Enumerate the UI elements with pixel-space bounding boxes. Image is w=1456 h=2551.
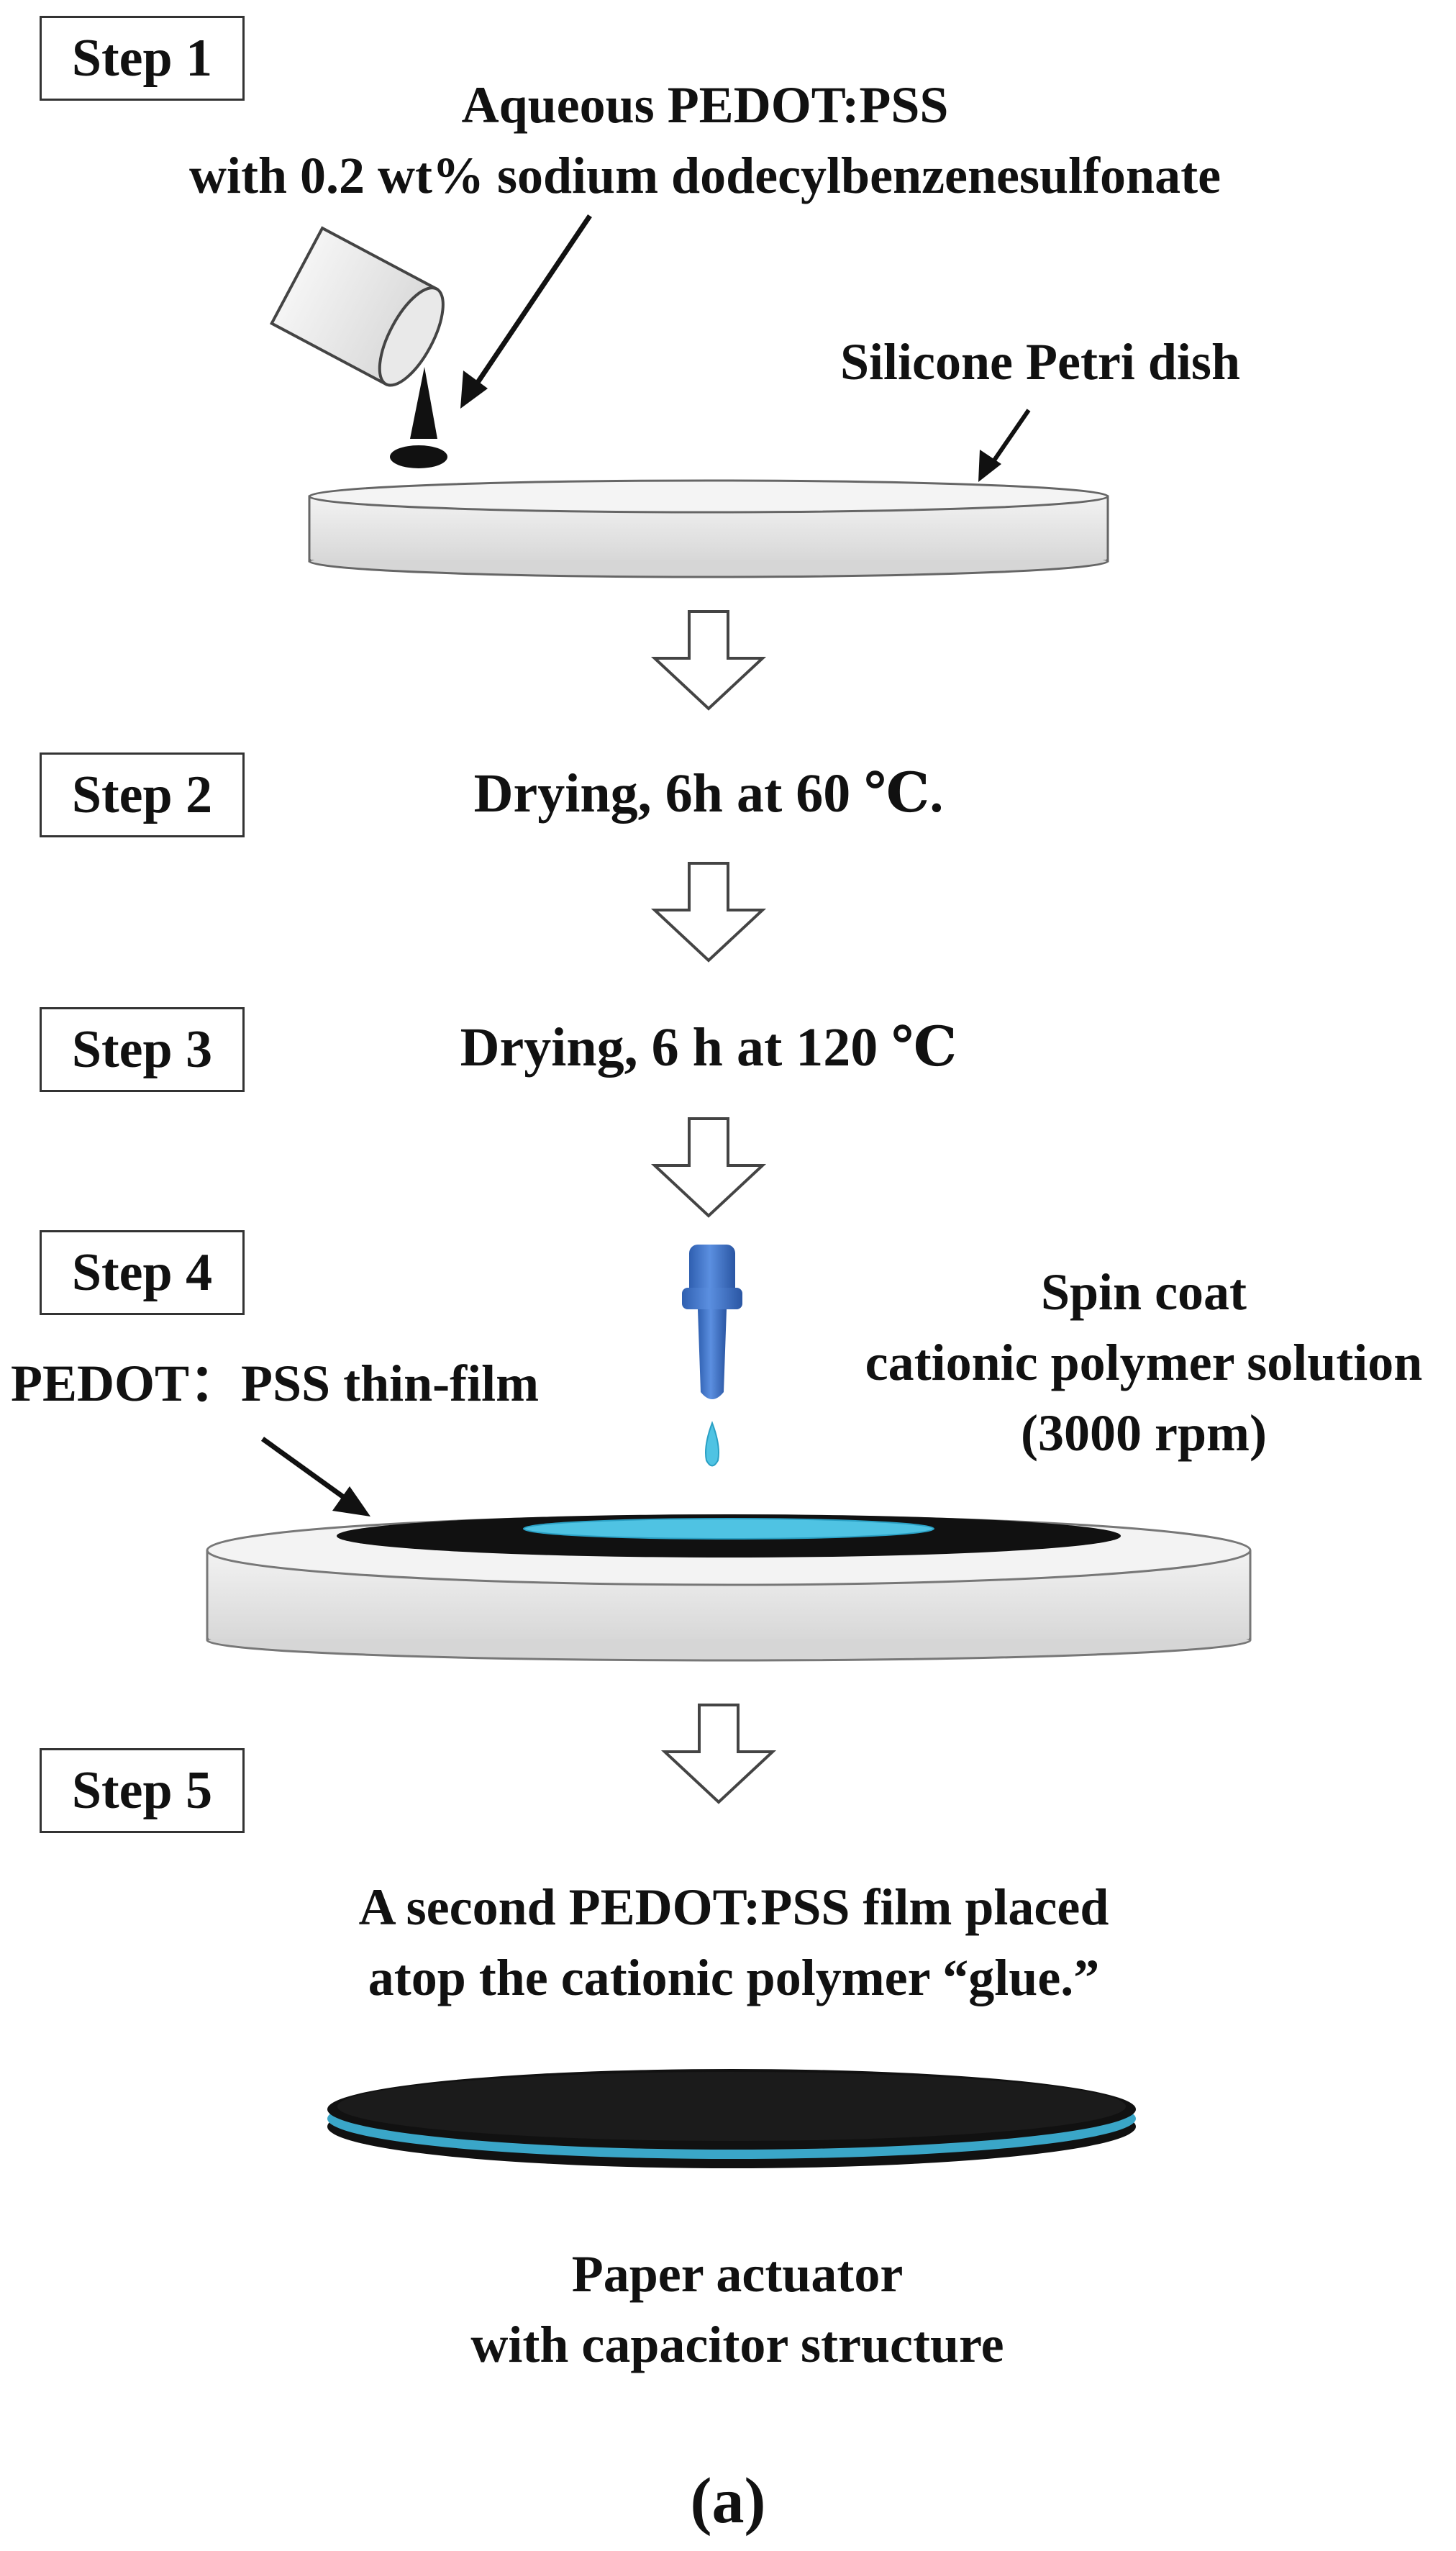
paper-actuator (327, 2069, 1136, 2168)
step-1-label: Step 1 (40, 16, 245, 101)
solution-drop (390, 445, 447, 468)
result-label-line1: Paper actuator (571, 2245, 904, 2303)
solution-pointer-arrow (460, 214, 592, 409)
flow-arrow-1 (650, 610, 767, 711)
result-label-line2: with capacitor structure (470, 2316, 1004, 2373)
solution-label-line1: Aqueous PEDOT:PSS (461, 76, 949, 134)
polymer-drop (705, 1421, 719, 1467)
cationic-polymer-layer (523, 1518, 934, 1540)
panel-label: (a) (690, 2465, 766, 2537)
flow-arrow-4 (660, 1704, 777, 1804)
step-4-text: Step 4 (71, 1242, 213, 1302)
step-3-label: Step 3 (40, 1007, 245, 1092)
film-pointer-arrow (260, 1437, 370, 1516)
step-4-label: Step 4 (40, 1230, 245, 1315)
step-3-description: Drying, 6 h at 120 ℃ (460, 1017, 957, 1078)
spin-coat-line1: Spin coat (1040, 1263, 1247, 1321)
step-1-text: Step 1 (71, 28, 213, 88)
step-5-line2: atop the cationic polymer “glue.” (368, 1949, 1100, 2006)
step-2-text: Step 2 (71, 765, 213, 824)
step-5-text: Step 5 (71, 1760, 213, 1820)
petri-dish (308, 479, 1109, 578)
dropper-icon (682, 1245, 742, 1399)
pouring-stream (410, 367, 437, 439)
petri-dish-label: Silicone Petri dish (840, 333, 1240, 391)
solution-label-line2: with 0.2 wt% sodium dodecylbenzenesulfon… (188, 147, 1221, 204)
step-2-label: Step 2 (40, 752, 245, 837)
step-3-text: Step 3 (71, 1019, 213, 1079)
beaker-icon (269, 226, 445, 387)
step-5-label: Step 5 (40, 1748, 245, 1833)
spin-coat-line3: (3000 rpm) (1021, 1404, 1267, 1462)
step-5-line1: A second PEDOT:PSS film placed (358, 1878, 1109, 1936)
flow-arrow-3 (650, 1117, 767, 1218)
step-2-description: Drying, 6h at 60 ℃. (473, 763, 944, 824)
spin-coat-line2: cationic polymer solution (865, 1334, 1423, 1391)
flow-arrow-2 (650, 862, 767, 963)
dish-pointer-arrow (978, 409, 1031, 482)
pedot-film-label: PEDOT：PSS thin-film (11, 1355, 540, 1412)
